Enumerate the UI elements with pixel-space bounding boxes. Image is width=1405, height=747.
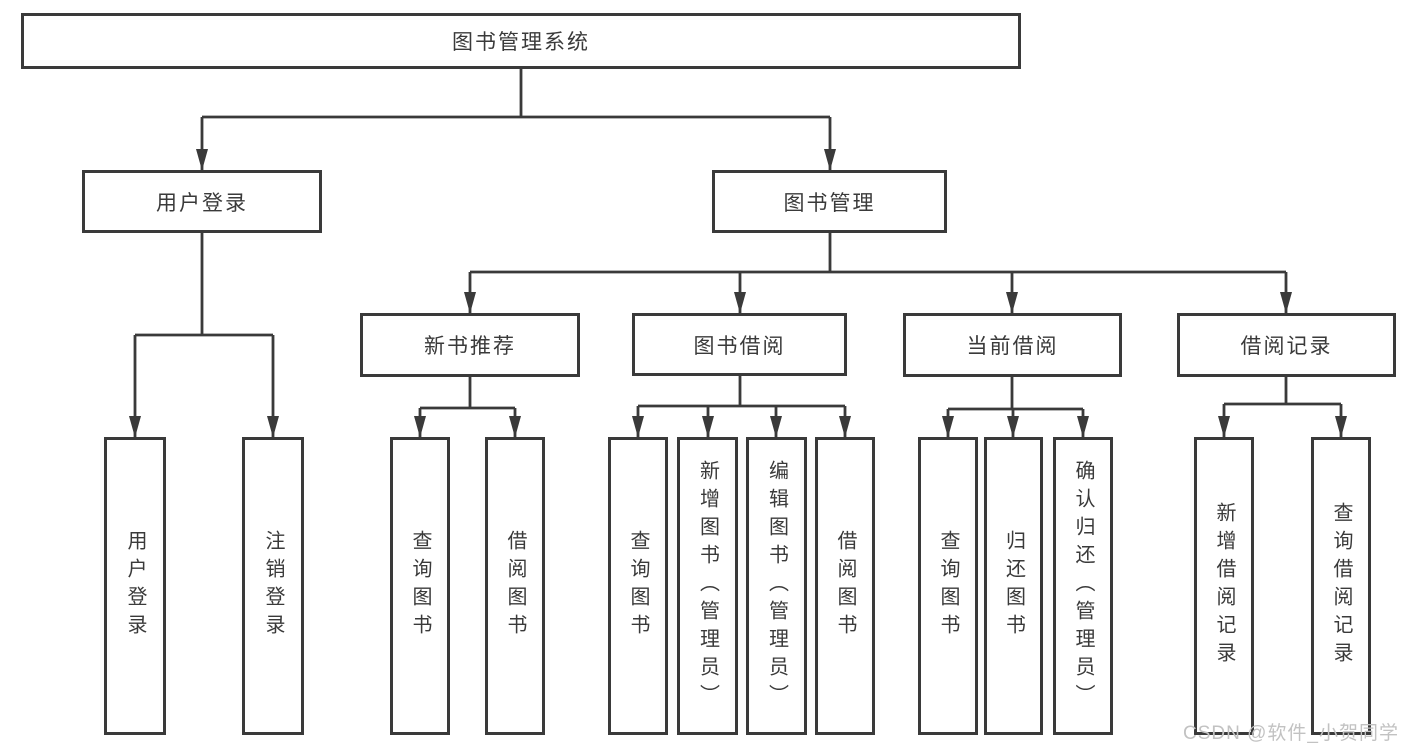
leaf-logout: 注销登录 bbox=[242, 437, 304, 735]
leaf-query-books-current: 查询图书 bbox=[918, 437, 978, 735]
leaf-query-borrow-record: 查询借阅记录 bbox=[1311, 437, 1371, 735]
leaf-label: 确认归还（管理员） bbox=[1072, 460, 1094, 712]
leaf-label: 查询图书 bbox=[937, 530, 959, 642]
node-library-management-system: 图书管理系统 bbox=[21, 13, 1021, 69]
node-user-login: 用户登录 bbox=[82, 170, 322, 233]
leaf-label: 用户登录 bbox=[124, 530, 146, 642]
leaf-edit-book-admin: 编辑图书（管理员） bbox=[746, 437, 807, 735]
node-label: 图书管理系统 bbox=[452, 31, 590, 54]
leaf-label: 查询图书 bbox=[627, 530, 649, 642]
leaf-label: 新增图书（管理员） bbox=[696, 460, 719, 712]
leaf-label: 借阅图书 bbox=[504, 530, 526, 642]
leaf-confirm-return-admin: 确认归还（管理员） bbox=[1053, 437, 1113, 735]
node-label: 借阅记录 bbox=[1240, 335, 1333, 358]
leaf-label: 查询图书 bbox=[409, 530, 431, 642]
leaf-return-books: 归还图书 bbox=[984, 437, 1043, 735]
leaf-label: 编辑图书（管理员） bbox=[765, 460, 788, 712]
leaf-query-books-borrowing: 查询图书 bbox=[608, 437, 668, 735]
leaf-borrow-books-recommend: 借阅图书 bbox=[485, 437, 545, 735]
node-current-borrowing: 当前借阅 bbox=[903, 313, 1122, 377]
node-book-management: 图书管理 bbox=[712, 170, 947, 233]
node-new-book-recommendation: 新书推荐 bbox=[360, 313, 580, 377]
node-borrowing-records: 借阅记录 bbox=[1177, 313, 1396, 377]
leaf-add-borrow-record: 新增借阅记录 bbox=[1194, 437, 1254, 735]
leaf-label: 借阅图书 bbox=[834, 530, 856, 642]
leaf-user-login: 用户登录 bbox=[104, 437, 166, 735]
leaf-label: 注销登录 bbox=[262, 530, 284, 642]
csdn-watermark: CSDN @软件_小贺同学 bbox=[1183, 723, 1399, 744]
node-label: 用户登录 bbox=[156, 191, 248, 215]
leaf-borrow-books: 借阅图书 bbox=[815, 437, 875, 735]
node-book-borrowing: 图书借阅 bbox=[632, 313, 847, 376]
leaf-label: 新增借阅记录 bbox=[1213, 502, 1235, 670]
leaf-label: 归还图书 bbox=[1002, 530, 1025, 642]
leaf-label: 查询借阅记录 bbox=[1330, 502, 1352, 670]
leaf-add-book-admin: 新增图书（管理员） bbox=[677, 437, 738, 735]
leaf-query-books-recommend: 查询图书 bbox=[390, 437, 450, 735]
node-label: 图书借阅 bbox=[693, 334, 786, 358]
node-label: 图书管理 bbox=[783, 191, 876, 215]
node-label: 新书推荐 bbox=[424, 335, 516, 358]
node-label: 当前借阅 bbox=[966, 335, 1059, 358]
